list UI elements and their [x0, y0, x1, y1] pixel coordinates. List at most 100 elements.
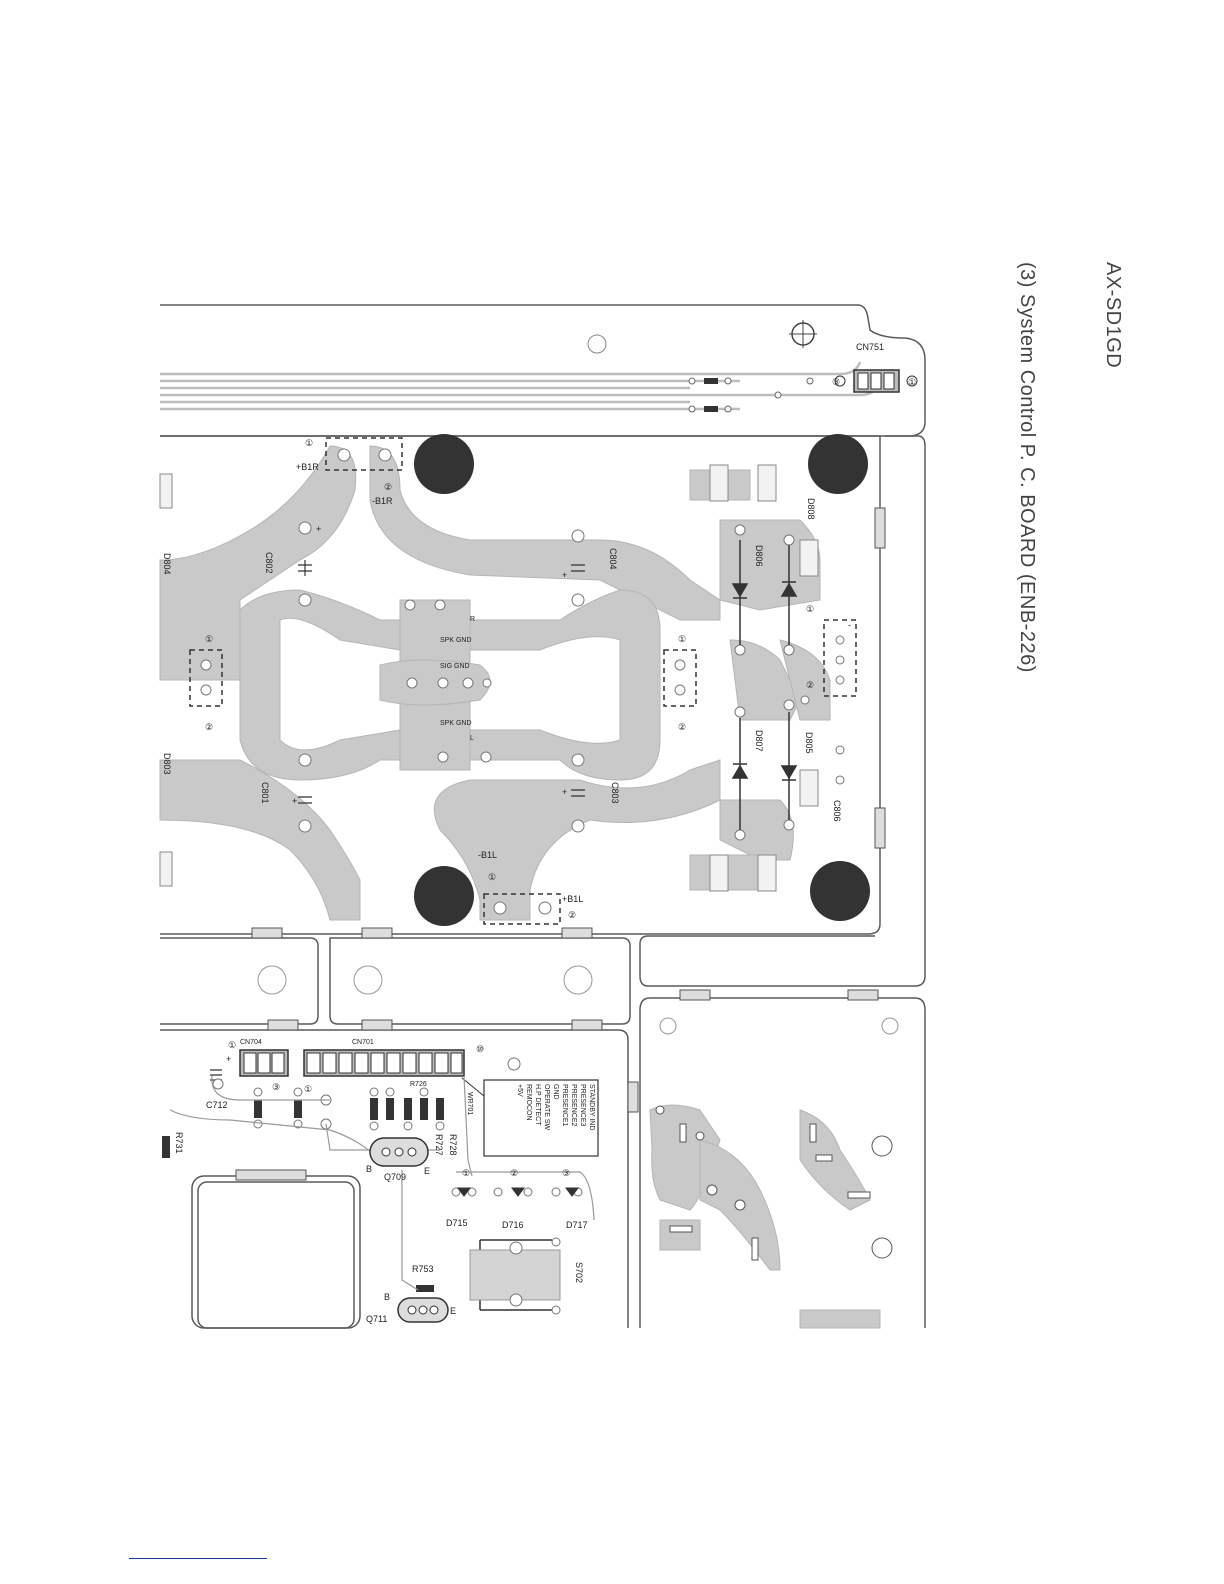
b1l-neg-label: -B1L	[478, 850, 497, 860]
led-pin3: ③	[562, 1168, 570, 1178]
cn704-plus: +	[226, 1054, 231, 1064]
r728-label: R728	[448, 1134, 458, 1156]
b1r-neg-label: -B1R	[372, 496, 393, 506]
d-conn-pin1: ①	[806, 604, 814, 614]
d803-label: D803	[162, 753, 172, 775]
c801-label: C801	[260, 782, 270, 804]
control-pads	[212, 1057, 583, 1197]
q709-label: Q709	[384, 1172, 406, 1182]
c804-plus: +	[562, 570, 567, 580]
l-channel-label: L	[470, 735, 474, 742]
cn751-label: CN751	[856, 342, 884, 352]
dashed-boxes	[189, 437, 857, 925]
r727-label: R727	[434, 1134, 444, 1156]
board-outline	[160, 304, 926, 1329]
capacitor-marks	[210, 560, 585, 1081]
signal-remocon: REMOCON	[525, 1084, 532, 1121]
d807-label: D807	[754, 730, 764, 752]
led-diodes	[457, 1187, 579, 1197]
q711-e: E	[450, 1306, 456, 1316]
c712-label: C712	[206, 1100, 228, 1110]
signal-standby-ind: STANDBY IND	[588, 1084, 595, 1130]
right-conn-pin2: ②	[678, 722, 686, 732]
diodes	[731, 540, 798, 830]
d806-label: D806	[754, 545, 764, 567]
c801-plus: +	[292, 796, 297, 806]
signal-presence1: PRESENCE1	[561, 1084, 568, 1127]
signal-gnd: GND	[552, 1084, 559, 1100]
d808-label: D808	[806, 498, 816, 520]
cn701-pin10: ⑩	[476, 1044, 484, 1054]
d805-label: D805	[804, 732, 814, 754]
top-bus-pads	[587, 320, 817, 413]
s702-label: S702	[574, 1262, 584, 1283]
r726-label: R726	[410, 1081, 427, 1088]
b1r-pin1: ①	[305, 438, 313, 448]
signal-presence2: PRESENCE2	[570, 1084, 577, 1127]
d-conn-pin2: ②	[806, 680, 814, 690]
d804-label: D804	[162, 553, 172, 575]
led-pin2: ②	[510, 1168, 518, 1178]
mount-hole	[810, 861, 870, 921]
sig-gnd-label: SIG GND	[440, 663, 470, 670]
spk-gnd-r-label: SPK GND	[440, 637, 472, 644]
mount-hole	[808, 434, 868, 494]
led-pin1: ①	[462, 1168, 470, 1178]
signal-labels: STANDBY IND PRESENCE3 PRESENCE2 PRESENCE…	[516, 1084, 595, 1131]
wr701-label: WR701	[466, 1092, 473, 1115]
pads	[200, 448, 845, 915]
signal-operate-sw: OPERATE SW	[543, 1084, 550, 1131]
c802-plus: +	[316, 524, 321, 534]
cn751-pin3: ③	[832, 377, 840, 387]
signal-5v: +5V	[516, 1084, 523, 1097]
cn704-connector	[239, 1049, 289, 1077]
cn701-pin1: ①	[304, 1084, 312, 1094]
q709-e: E	[424, 1166, 430, 1176]
c802-label: C802	[264, 552, 274, 574]
cn704-label: CN704	[240, 1039, 262, 1046]
right-conn-pin1: ①	[678, 634, 686, 644]
resistor-row	[162, 1098, 444, 1292]
d717-label: D717	[566, 1220, 588, 1230]
s702-switch	[469, 1237, 561, 1315]
r-channel-label: R	[470, 616, 475, 623]
b1l-pin2: ②	[568, 910, 576, 920]
cn751-connector	[834, 369, 918, 393]
footer-rule	[129, 1558, 267, 1559]
d716-label: D716	[502, 1220, 524, 1230]
q711-b: B	[384, 1292, 390, 1302]
b1l-pos-label: +B1L	[562, 894, 583, 904]
left-conn-pin2: ②	[205, 722, 213, 732]
mid-panel-pads	[257, 965, 899, 1035]
signal-presence3: PRESENCE3	[579, 1084, 586, 1127]
edge-components	[159, 464, 819, 892]
b1r-pin2: ②	[384, 482, 392, 492]
c803-plus: +	[562, 787, 567, 797]
cn704-pin3: ③	[272, 1082, 280, 1092]
cn751-pin1: ①	[908, 377, 916, 387]
q711-label: Q711	[366, 1314, 387, 1324]
b1l-pin1: ①	[488, 872, 496, 882]
signal-label-box	[461, 1077, 599, 1157]
spk-gnd-l-label: SPK GND	[440, 720, 472, 727]
q709-b: B	[366, 1164, 372, 1174]
b1r-pos-label: +B1R	[296, 462, 319, 472]
cn704-pin1: ①	[228, 1040, 236, 1050]
q711-transistor	[397, 1297, 449, 1323]
mounting-holes	[414, 434, 870, 926]
lower-right-parts	[655, 1105, 893, 1261]
mount-hole	[414, 866, 474, 926]
cn701-label: CN701	[352, 1039, 374, 1046]
c803-label: C803	[610, 782, 620, 804]
r753-label: R753	[412, 1264, 434, 1274]
rivets	[235, 507, 886, 1181]
led-pins: ① ② ③	[462, 1168, 570, 1178]
left-conn-pin1: ①	[205, 634, 213, 644]
c806-label: C806	[832, 800, 842, 822]
signal-hp-detect: H.P DETECT	[534, 1084, 541, 1126]
mount-hole	[414, 434, 474, 494]
top-bus-traces	[160, 361, 882, 411]
c804-label: C804	[608, 548, 618, 570]
cn701-connector	[303, 1049, 465, 1077]
